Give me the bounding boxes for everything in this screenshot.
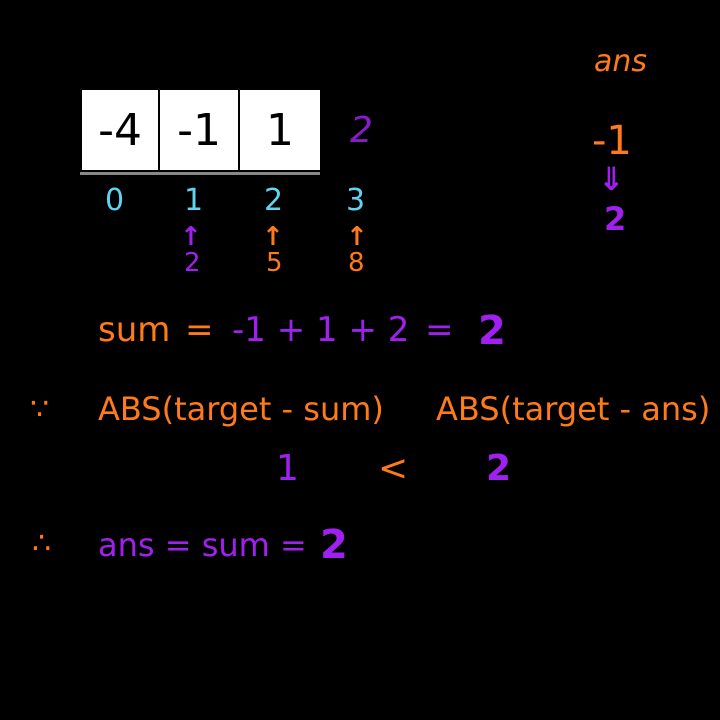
index-0: 0 [105, 183, 125, 218]
array-baseline [80, 172, 320, 175]
conclusion-value: 2 [320, 522, 348, 568]
right-expression: ABS(target - ans) [436, 390, 711, 428]
pointer-i-value: 2 [184, 248, 201, 278]
sum-equals-2: = [425, 310, 454, 350]
right-value: 2 [486, 448, 512, 489]
array-extra-value: 2 [350, 110, 373, 151]
sum-result: 2 [478, 308, 506, 354]
array-cell-0: -4 [82, 90, 158, 170]
ans-old-value: -1 [592, 118, 632, 164]
index-1: 1 [184, 183, 204, 218]
index-2: 2 [264, 183, 284, 218]
array-cell-1: -1 [160, 90, 238, 170]
conclusion-text: ans = sum = [98, 526, 307, 564]
down-arrow-icon: ⇓ [598, 160, 625, 198]
sum-equals: = [185, 310, 214, 350]
pointer-k-value: 8 [348, 248, 365, 278]
ans-new-value: 2 [604, 200, 627, 238]
sum-label: sum [98, 310, 171, 350]
ans-label: ans [594, 44, 648, 79]
compare-operator: < [378, 448, 409, 489]
array-cell-2: 1 [240, 90, 320, 170]
sum-expression: -1 + 1 + 2 [232, 310, 410, 350]
because-symbol: ∵ [30, 392, 50, 427]
index-3: 3 [346, 183, 366, 218]
left-value: 1 [276, 448, 299, 489]
left-expression: ABS(target - sum) [98, 390, 384, 428]
up-arrow-icon: ↑ [346, 222, 368, 252]
therefore-symbol: ∴ [32, 526, 52, 561]
up-arrow-icon: ↑ [180, 222, 202, 252]
up-arrow-icon: ↑ [262, 222, 284, 252]
pointer-j-value: 5 [266, 248, 283, 278]
